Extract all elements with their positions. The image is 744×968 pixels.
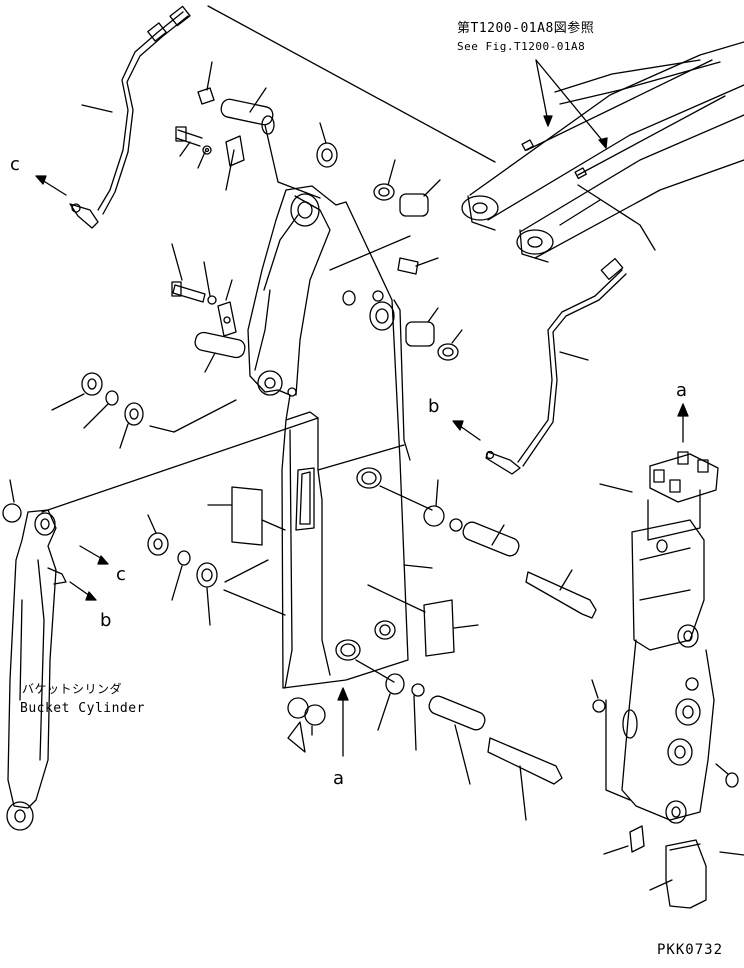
boom-outline — [461, 41, 744, 263]
bucket-cylinder-label-japanese: バケットシリンダ — [22, 682, 123, 696]
hydraulic-tube-b — [485, 257, 627, 475]
view-marker-b-cylinder: b — [100, 610, 112, 631]
arm-body — [247, 185, 433, 689]
arrow-c-left — [35, 175, 67, 196]
view-marker-a-bottom: a — [333, 768, 345, 789]
upper-small-parts — [175, 61, 441, 275]
bucket-cylinder — [2, 417, 319, 831]
bucket-cylinder-label-english: Bucket Cylinder — [20, 701, 145, 716]
arrow-b-mid — [452, 420, 481, 441]
arrow-b-cylinder — [69, 581, 97, 601]
view-marker-c-cylinder: c — [116, 564, 126, 585]
reference-note-english: See Fig.T1200-01A8 — [457, 40, 586, 53]
hydraulic-tube-c — [69, 5, 496, 229]
view-marker-b-mid: b — [428, 396, 440, 417]
reference-note-japanese: 第T1200-01A8図参照 — [457, 21, 595, 36]
shim-plates — [207, 486, 479, 657]
detail-view-a — [591, 403, 744, 909]
arrow-a-bottom — [337, 687, 349, 757]
view-marker-a-top: a — [676, 380, 688, 401]
lower-left-washers — [147, 514, 326, 753]
middle-left-parts — [51, 243, 246, 449]
arrow-c-cylinder — [79, 545, 109, 565]
arm-pins-bushings — [355, 307, 597, 821]
reference-leaders — [535, 59, 608, 149]
drawing-code: PKK0732 — [657, 942, 724, 958]
view-marker-c-left: c — [10, 154, 20, 175]
